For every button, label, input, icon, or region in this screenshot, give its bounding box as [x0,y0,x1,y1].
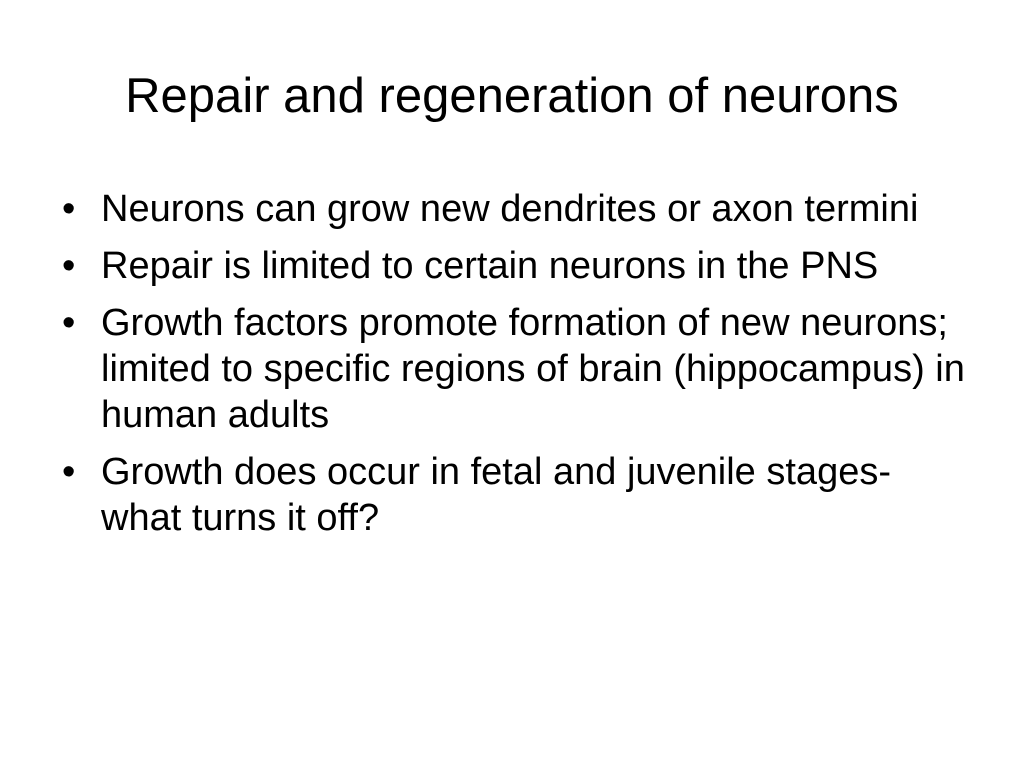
bullet-item: • Repair is limited to certain neurons i… [58,243,978,289]
bullet-item: • Growth does occur in fetal and juvenil… [58,449,978,541]
bullet-text: Growth does occur in fetal and juvenile … [101,451,891,539]
bullet-item: • Neurons can grow new dendrites or axon… [58,186,978,232]
bullet-text: Neurons can grow new dendrites or axon t… [101,188,919,230]
bullet-item: • Growth factors promote formation of ne… [58,300,978,438]
bullet-dot-icon: • [62,451,76,493]
bullet-dot-icon: • [62,245,76,287]
bullet-dot-icon: • [62,302,76,344]
bullet-text: Repair is limited to certain neurons in … [101,245,879,287]
bullet-list: • Neurons can grow new dendrites or axon… [58,186,978,552]
slide-title: Repair and regeneration of neurons [125,69,899,123]
bullet-text: Growth factors promote formation of new … [101,302,965,436]
bullet-dot-icon: • [62,188,76,230]
